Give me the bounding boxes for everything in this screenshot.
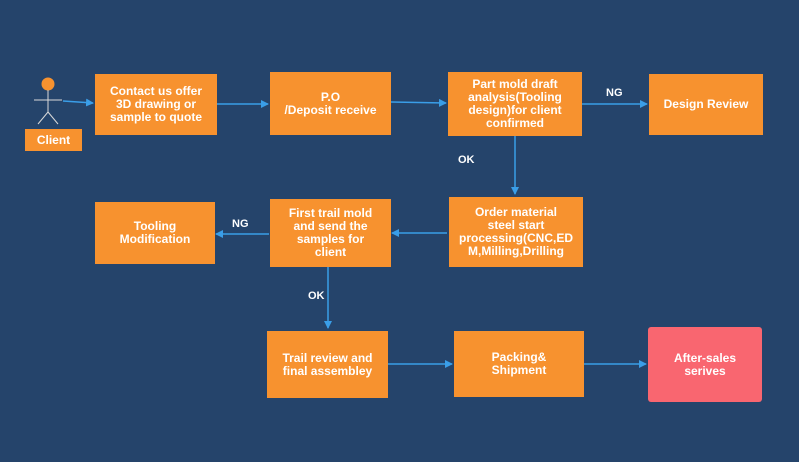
client-label: Client	[25, 129, 82, 151]
node-after-sales: After-sales serives	[648, 327, 762, 402]
node-design-review: Design Review	[649, 74, 763, 135]
node-po: P.O /Deposit receive	[270, 72, 391, 135]
edge-label-ng-design: NG	[606, 87, 623, 99]
edge-label-ok-review: OK	[308, 290, 325, 302]
node-first-trail: First trail mold and send the samples fo…	[270, 199, 391, 267]
client-actor-icon	[34, 77, 62, 125]
node-trail-review: Trail review and final assembley	[267, 331, 388, 398]
edge-po-analysis	[390, 98, 447, 107]
node-tooling-modification: Tooling Modification	[95, 202, 215, 264]
node-packing: Packing& Shipment	[454, 331, 584, 397]
edge-label-ok-order: OK	[458, 154, 475, 166]
node-contact: Contact us offer 3D drawing or sample to…	[95, 74, 217, 135]
node-analysis: Part mold draft analysis(Tooling design)…	[448, 72, 582, 136]
edge-label-ng-tooling: NG	[232, 218, 249, 230]
node-order-material: Order material steel start processing(CN…	[449, 197, 583, 267]
edge-client-contact	[62, 98, 94, 107]
